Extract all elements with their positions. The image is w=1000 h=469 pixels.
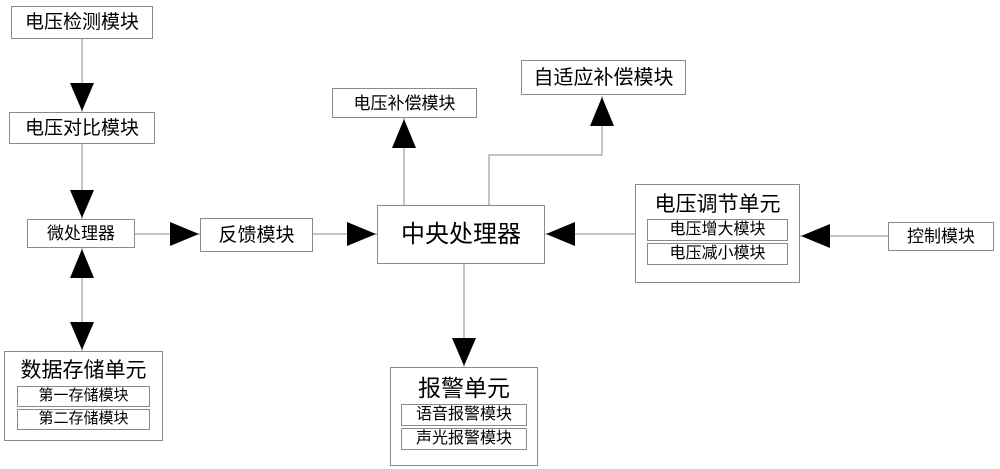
node-microprocessor[interactable]: 微处理器	[27, 219, 135, 248]
node-voltage-adjust-unit[interactable]: 电压调节单元 电压增大模块 电压减小模块	[635, 184, 800, 283]
sub-node-voltage-decrease-module[interactable]: 电压减小模块	[647, 243, 788, 265]
edge-control-to-voltage-adjust	[800, 224, 888, 248]
edge-micro-storage-bidirectional	[70, 248, 94, 351]
node-voltage-compare-module[interactable]: 电压对比模块	[9, 112, 155, 144]
sub-node-voltage-increase-module[interactable]: 电压增大模块	[647, 219, 788, 241]
node-label: 电压检测模块	[24, 12, 139, 33]
edge-feedback-to-cpu	[313, 222, 377, 246]
group-title: 报警单元	[418, 376, 510, 401]
edge-micro-to-feedback	[135, 222, 200, 246]
node-label: 中央处理器	[401, 221, 521, 248]
sub-node-second-storage-module[interactable]: 第二存储模块	[17, 409, 150, 430]
node-adaptive-compensation-module[interactable]: 自适应补偿模块	[521, 60, 686, 95]
node-feedback-module[interactable]: 反馈模块	[200, 218, 313, 252]
sub-node-voice-alarm-module[interactable]: 语音报警模块	[401, 404, 527, 426]
node-central-processor[interactable]: 中央处理器	[377, 205, 545, 264]
node-label: 自适应补偿模块	[533, 66, 674, 89]
node-label: 电压补偿模块	[353, 93, 456, 113]
sub-node-first-storage-module[interactable]: 第一存储模块	[17, 386, 150, 407]
edge-cpu-to-voltage-compensation	[392, 118, 416, 205]
edge-detect-to-compare	[70, 39, 94, 112]
sub-node-audible-visual-alarm-module[interactable]: 声光报警模块	[401, 428, 527, 450]
node-control-module[interactable]: 控制模块	[888, 222, 994, 251]
node-voltage-compensation-module[interactable]: 电压补偿模块	[332, 88, 477, 118]
node-data-storage-unit[interactable]: 数据存储单元 第一存储模块 第二存储模块	[4, 351, 163, 441]
node-alarm-unit[interactable]: 报警单元 语音报警模块 声光报警模块	[390, 367, 538, 466]
node-label: 反馈模块	[218, 224, 295, 246]
node-label: 电压对比模块	[24, 117, 139, 139]
edge-compare-to-micro	[70, 144, 94, 219]
edge-cpu-to-alarm	[452, 264, 476, 367]
group-title: 数据存储单元	[20, 358, 147, 382]
node-label: 控制模块	[907, 227, 975, 246]
group-title: 电压调节单元	[654, 192, 781, 216]
edge-voltage-adjust-to-cpu	[545, 222, 635, 246]
node-voltage-detect-module[interactable]: 电压检测模块	[11, 6, 153, 39]
node-label: 微处理器	[47, 224, 115, 243]
edge-cpu-to-adaptive-compensation	[488, 96, 614, 205]
